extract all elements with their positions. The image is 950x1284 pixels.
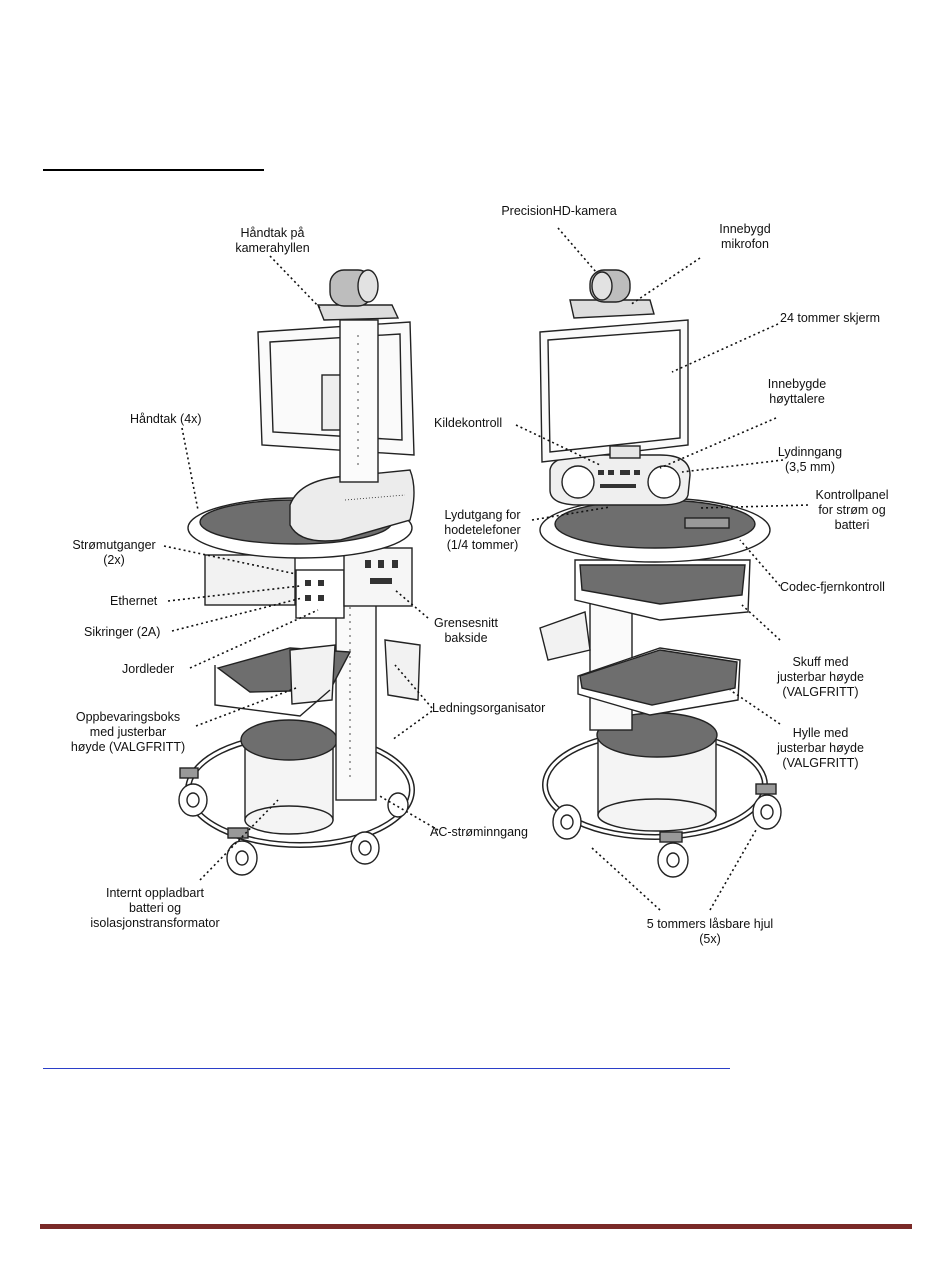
callout-builtin-speakers: Innebygde høyttalere	[767, 377, 827, 406]
callout-ethernet: Ethernet	[110, 594, 158, 608]
callout-leaders	[163, 227, 809, 911]
right-cart-wheels	[552, 783, 782, 878]
hyperlink-underline[interactable]	[43, 1068, 730, 1069]
footer-rule	[40, 1224, 912, 1229]
callout-storage-box: Oppbevaringsboks med justerbar høyde (VA…	[70, 710, 186, 754]
callout-control-panel: Kontrollpanel for strøm og batteri	[815, 488, 889, 532]
callout-ac-input: AC-strøminngang	[430, 825, 528, 839]
callout-source-control: Kildekontroll	[434, 416, 503, 430]
callout-ground: Jordleder	[122, 662, 175, 676]
right-cart	[539, 269, 782, 878]
left-cart	[178, 269, 421, 876]
callout-codec-remote: Codec-fjernkontroll	[780, 580, 885, 594]
callout-handle-camera-shelf: Håndtak på kamerahyllen	[235, 226, 310, 255]
callout-shelf: Hylle med justerbar høyde (VALGFRITT)	[777, 726, 864, 770]
callout-precision-camera: PrecisionHD-kamera	[501, 204, 617, 218]
left-cart-wheels	[178, 767, 409, 876]
callout-cable-organizer: Ledningsorganisator	[432, 701, 546, 715]
callout-screen-24: 24 tommer skjerm	[780, 311, 881, 325]
callout-rear-interface: Grensesnitt bakside	[434, 616, 498, 645]
callout-builtin-mic: Innebygd mikrofon	[719, 222, 771, 251]
section-heading-underline	[43, 169, 264, 171]
callout-battery: Internt oppladbart batteri og isolasjons…	[90, 886, 220, 930]
callout-fuses: Sikringer (2A)	[84, 625, 161, 639]
callout-headphone-out: Lydutgang for hodetelefoner (1/4 tommer)	[444, 508, 521, 552]
callout-wheels: 5 tommers låsbare hjul (5x)	[646, 917, 774, 946]
callout-audio-input: Lydinngang (3,5 mm)	[777, 445, 843, 474]
callout-power-outlets: Strømutganger (2x)	[72, 538, 156, 567]
callout-drawer: Skuff med justerbar høyde (VALGFRITT)	[777, 655, 864, 699]
callout-handles-4x: Håndtak (4x)	[130, 412, 202, 426]
